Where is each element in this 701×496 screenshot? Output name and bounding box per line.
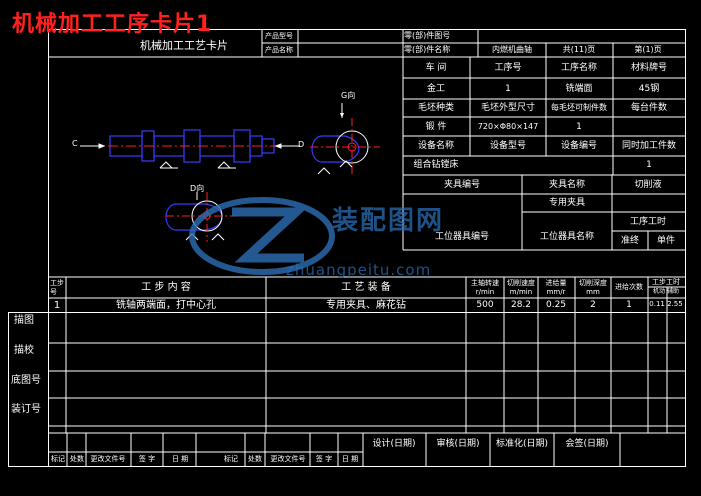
feed-header: 进给量 (545, 279, 567, 287)
table-grid (8, 29, 686, 467)
card-name: 机械加工工艺卡片 (140, 39, 228, 52)
side-label-bottom-no: 底图号 (11, 375, 41, 386)
footer-doc-2: 更改文件号 (270, 455, 306, 463)
pieces-per-unit-label: 每台件数 (630, 103, 668, 113)
blank-size-label: 毛坯外型尺寸 (480, 103, 536, 113)
signoff-standard: 标准化(日期) (495, 439, 549, 449)
page-number: 第(1)页 (634, 45, 662, 54)
part-name-value: 内燃机曲轴 (492, 45, 532, 54)
crankshaft-side-view (80, 129, 300, 169)
blank-type-label: 毛坯种类 (417, 103, 455, 113)
step-row-content: 铣轴两端面，打中心孔 (116, 300, 216, 311)
equipment-header: 工 艺 装 备 (341, 282, 391, 293)
part-name-label: 零(部)件名称 (404, 45, 451, 54)
combined-machine-label: 组合钻镗床 (413, 160, 459, 170)
step-name-label: 工序名称 (560, 63, 598, 73)
fixture-no-label: 夹具编号 (443, 180, 481, 190)
cutting-speed-header: 切削速度 (507, 279, 535, 287)
passes-header: 进给次数 (615, 283, 643, 291)
page-title: 机械加工工序卡片1 (12, 12, 213, 37)
product-name-label: 产品名称 (265, 46, 293, 54)
step-row-feed: 0.25 (545, 300, 567, 310)
footer-count-2: 处数 (248, 455, 262, 463)
coolant-label: 切削液 (634, 180, 662, 190)
footer-date-1: 日 期 (171, 455, 189, 463)
label-g-view: G向 (341, 91, 356, 100)
label-d: D (298, 140, 305, 149)
side-label-trace: 描图 (14, 315, 34, 326)
fixture-name-value: 专用夹具 (548, 198, 586, 208)
material-label: 材料牌号 (630, 63, 668, 73)
blank-pieces-value: 1 (576, 122, 582, 132)
blank-type-value: 锻 件 (425, 122, 447, 132)
watermark-logo-mark (189, 197, 335, 275)
step-no-label: 工序号 (494, 63, 522, 73)
fixture-name-label: 夹具名称 (548, 180, 586, 190)
time-header: 工步工时 (652, 278, 680, 286)
step-row-equipment: 专用夹具、麻花钻 (326, 300, 406, 311)
total-pages: 共(11)页 (562, 45, 596, 54)
label-c: C (72, 139, 78, 148)
workshop-value: 金工 (426, 84, 446, 94)
step-no-header: 工步号 (50, 279, 64, 296)
footer-mark-2: 标记 (224, 455, 238, 463)
workshop-label: 车 间 (425, 63, 447, 73)
footer-count-1: 处数 (70, 455, 84, 463)
time-sub-header: 机动 辅助 (653, 288, 679, 295)
spindle-speed-header: 主轴转速 (471, 279, 499, 287)
footer-sign-2: 签 字 (315, 455, 333, 463)
step-row-depth: 2 (590, 300, 596, 310)
footer-doc-1: 更改文件号 (90, 455, 126, 463)
equipment-model-label: 设备型号 (489, 141, 527, 151)
unit-label: 单件 (656, 236, 676, 246)
side-label-bind-no: 装订号 (11, 404, 41, 415)
product-model-label: 产品型号 (265, 32, 293, 40)
step-row-spindle-speed: 500 (476, 300, 494, 310)
step-no-value: 1 (505, 84, 511, 94)
material-value: 45钢 (638, 84, 660, 94)
signoff-approve: 会签(日期) (565, 439, 609, 449)
spindle-speed-unit: r/min (475, 288, 495, 296)
g-view-drawing (310, 103, 380, 176)
step-row-cutting-speed: 28.2 (510, 300, 532, 310)
footer-sign-1: 签 字 (138, 455, 156, 463)
label-d-view: D向 (190, 184, 205, 193)
step-row-no: 1 (53, 300, 61, 311)
depth-header: 切削深度 (579, 279, 607, 287)
footer-date-2: 日 期 (341, 455, 359, 463)
simultaneous-label: 同时加工件数 (621, 141, 677, 151)
blank-size-value: 720×Φ80×147 (477, 122, 539, 131)
station-tool-no-label: 工位器具编号 (434, 232, 490, 242)
depth-unit: mm (586, 288, 600, 296)
footer-mark-1: 标记 (51, 455, 65, 463)
signoff-review: 审核(日期) (436, 439, 480, 449)
signoff-design: 设计(日期) (372, 439, 416, 449)
step-row-passes: 1 (626, 300, 632, 310)
cutting-speed-unit: m/min (509, 288, 533, 296)
watermark-logo-text: 装配图网 (332, 206, 445, 236)
prep-label: 准终 (620, 236, 640, 246)
side-label-check: 描校 (14, 345, 34, 356)
simultaneous-value: 1 (646, 160, 652, 170)
equipment-name-label: 设备名称 (417, 141, 455, 151)
watermark-url: zhuangpeitu.com (286, 261, 432, 279)
step-row-time: 0.11 2.55 (649, 300, 683, 308)
station-tool-name-label: 工位器具名称 (539, 232, 595, 242)
step-name-value: 铣端面 (565, 84, 593, 94)
part-drawing-no-label: 零(部)件图号 (404, 31, 451, 40)
blank-pieces-label: 每毛坯可制件数 (551, 103, 607, 112)
step-content-header: 工 步 内 容 (141, 282, 191, 293)
feed-unit: mm/r (546, 288, 566, 296)
step-time-label: 工序工时 (629, 217, 667, 227)
equipment-no-label: 设备编号 (560, 141, 598, 151)
